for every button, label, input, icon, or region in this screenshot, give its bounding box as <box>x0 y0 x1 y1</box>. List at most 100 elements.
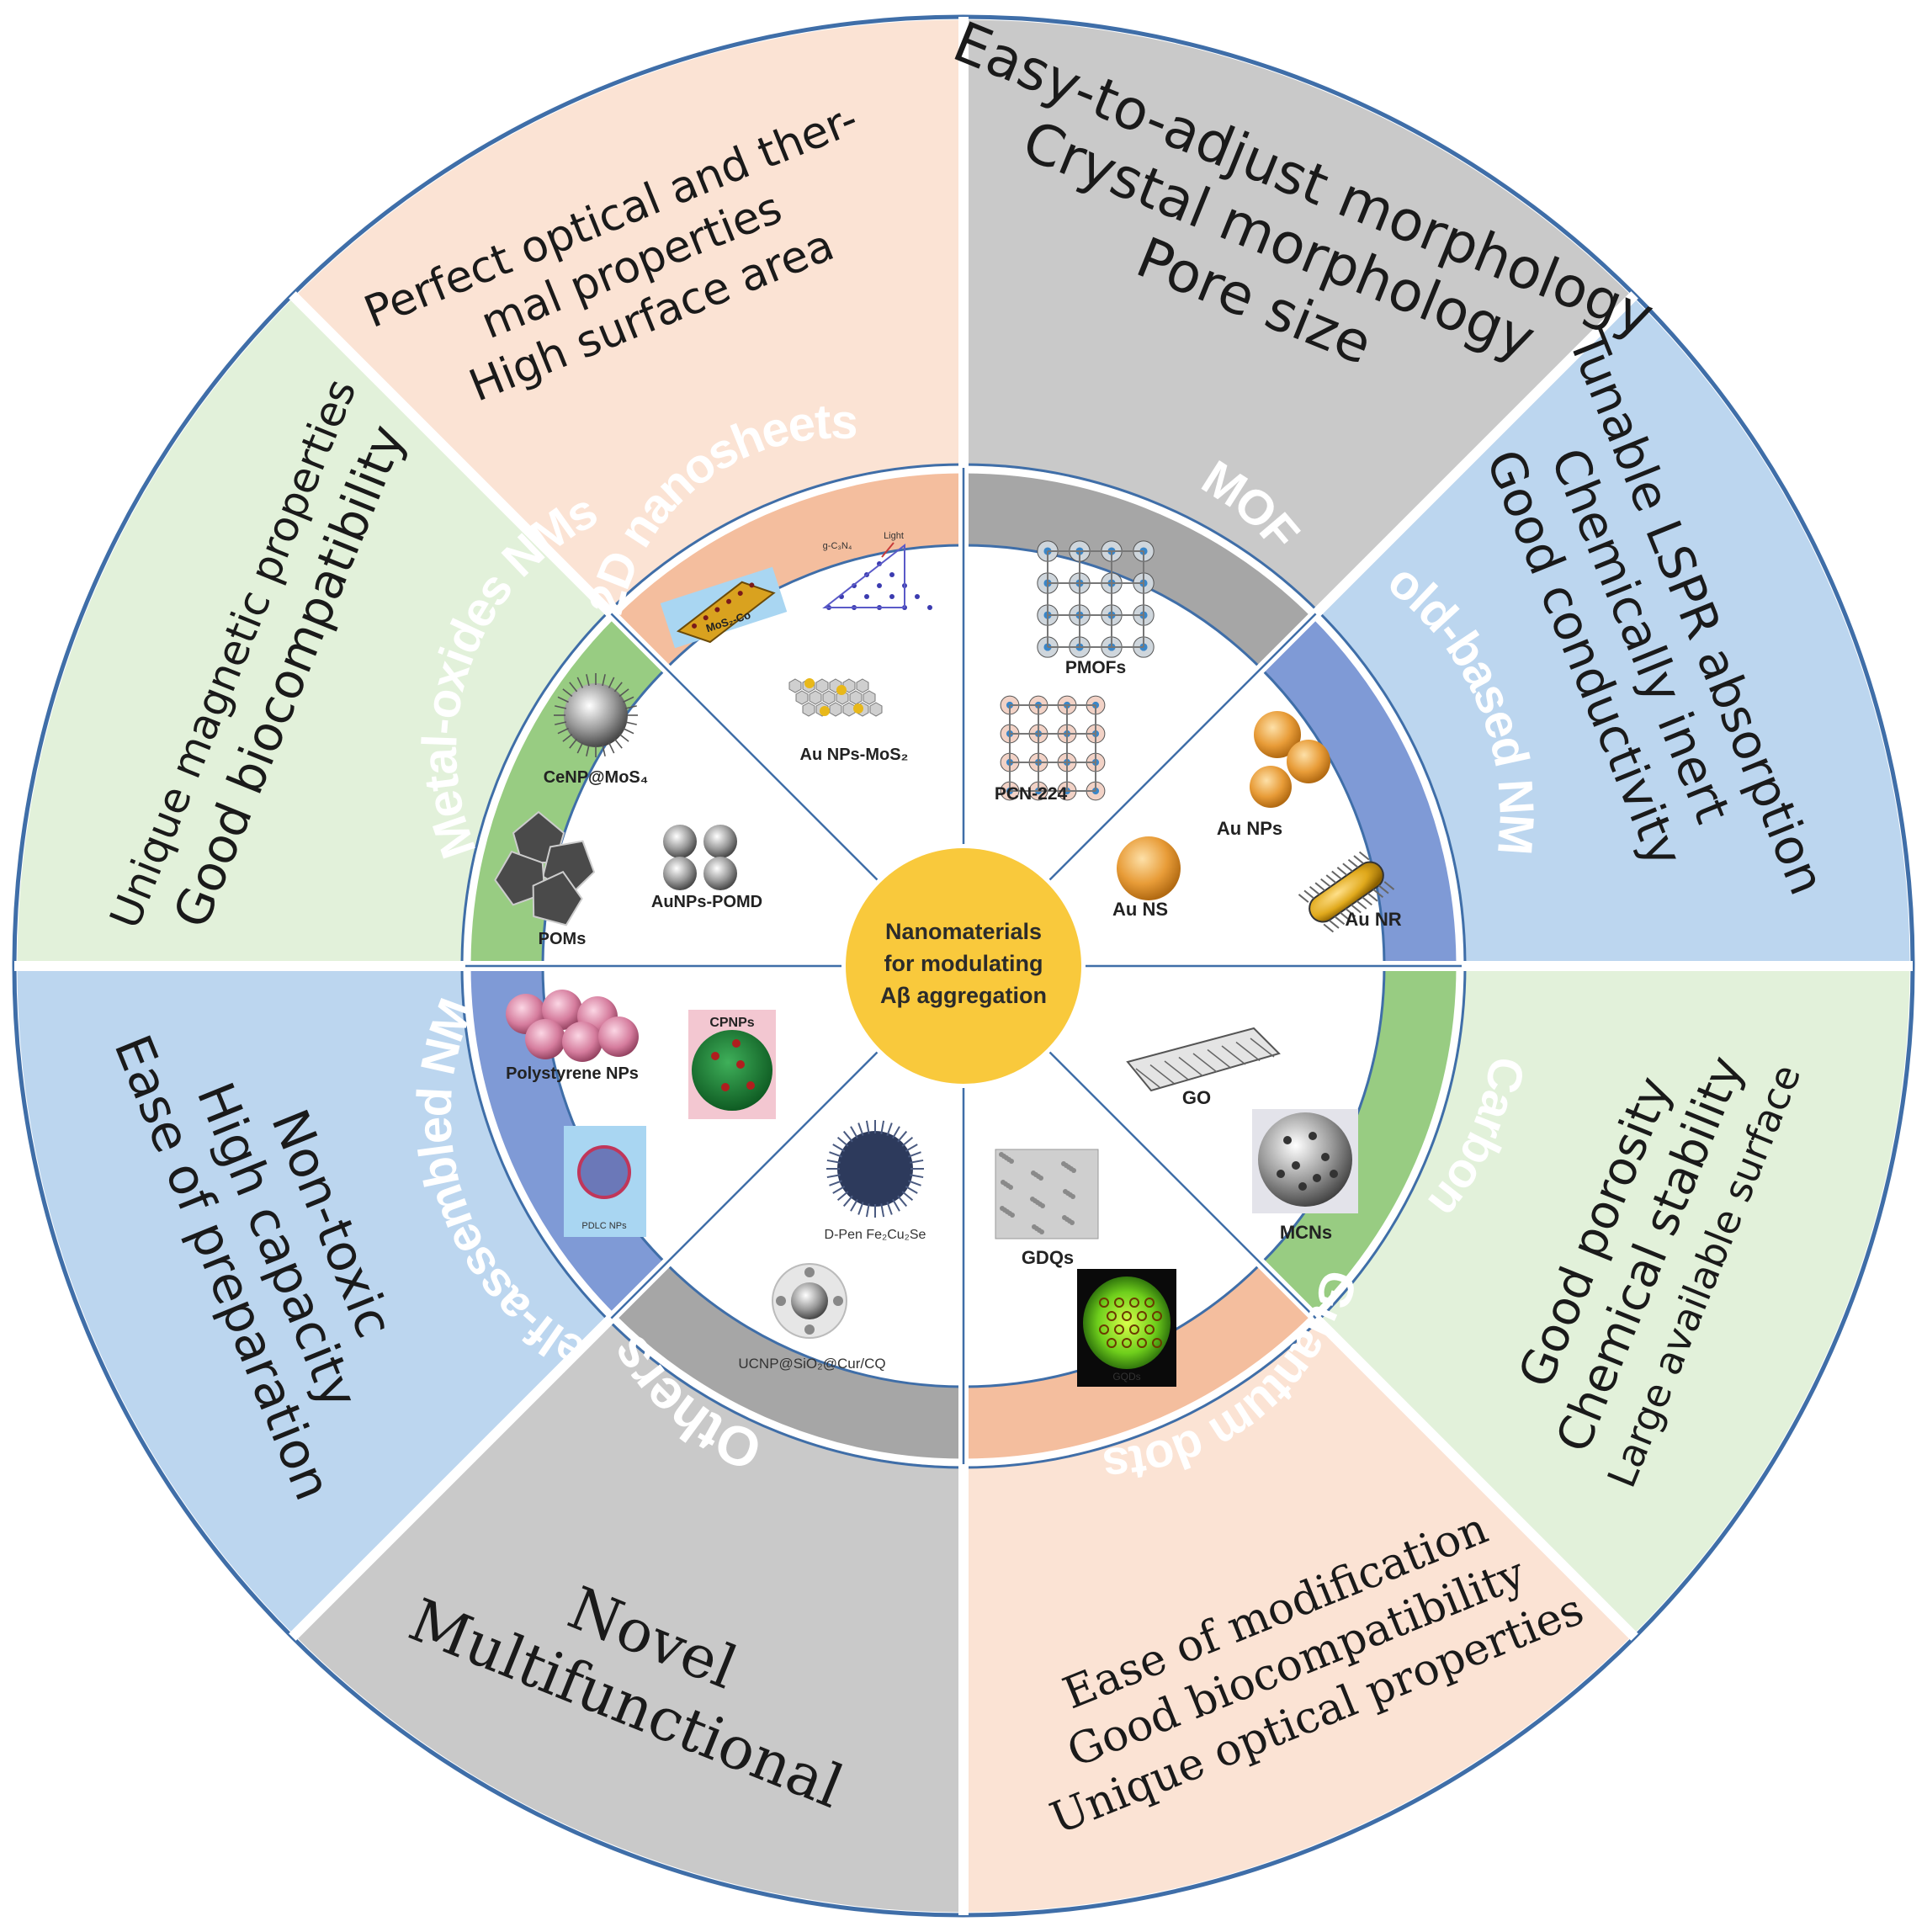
cpnps-dot <box>736 1060 745 1069</box>
go-lattice-line <box>1192 1053 1218 1073</box>
au-nr-ligand <box>1329 919 1340 929</box>
dpen-ligand <box>850 1198 858 1212</box>
dpen-ligand <box>886 1202 893 1215</box>
aunps-pomd-label: AuNPs-POMD <box>651 893 762 911</box>
go-sheet <box>1126 1027 1281 1092</box>
center-title-line1: Nanomaterials <box>885 919 1042 944</box>
gqds-ring <box>1114 1298 1124 1308</box>
cenp-ligand <box>586 744 590 756</box>
pcn224-illustration <box>1000 695 1106 801</box>
mcns-pore <box>1313 1174 1321 1182</box>
cenp-ligand <box>602 674 606 687</box>
gdqs-label: GDQs <box>1022 1247 1074 1268</box>
dpen-ligand <box>836 1136 849 1147</box>
cenp-ligand <box>618 733 629 742</box>
au-nr-ligand <box>1298 894 1309 903</box>
dpen-ligand <box>865 1203 870 1218</box>
mos2-co-atom <box>726 598 732 604</box>
dpen-label: D-Pen Fe₂Cu₂Se <box>825 1228 926 1242</box>
center-title-line2: for modulating <box>884 951 1043 976</box>
pcn224-label: PCN-224 <box>995 784 1068 804</box>
go-lattice-line <box>1207 1048 1232 1070</box>
au-nr-ligand <box>1367 892 1378 902</box>
go-lattice-line <box>1221 1045 1246 1065</box>
au-nr-ligand <box>1383 881 1395 890</box>
au-nps-label: Au NPs <box>1217 818 1282 839</box>
gdqs-dot <box>1040 1203 1045 1208</box>
au-np-dot <box>804 678 815 688</box>
cenp-ligand <box>569 738 578 749</box>
gdqs-dot <box>1070 1220 1075 1225</box>
light-label: Light <box>884 531 904 541</box>
mos2-hexagon <box>802 702 815 717</box>
au-np-particle <box>1287 740 1330 783</box>
mos2-co-sheet <box>676 581 776 644</box>
go-sheet-illustration <box>1126 1027 1281 1092</box>
pom-polyhedron <box>532 870 583 926</box>
dpen-ligand <box>892 1198 900 1212</box>
cenp-ligand <box>624 721 637 725</box>
dpen-ligand <box>857 1123 864 1136</box>
ucnp-satellite <box>804 1324 815 1335</box>
cpnps-label: CPNPs <box>709 1016 754 1030</box>
mcns-label: MCNs <box>1280 1222 1332 1243</box>
cenp-ligand <box>613 738 623 749</box>
category-band-gold-based-nms <box>1261 614 1461 966</box>
sector-divider-outline <box>610 613 879 881</box>
gqds-ring <box>1152 1311 1162 1321</box>
dpen-ligand <box>910 1174 924 1179</box>
au-nr-ligand <box>1320 878 1331 888</box>
gqds-ring <box>1099 1298 1109 1308</box>
au-nr-body <box>1309 861 1384 923</box>
poms-illustration <box>494 810 596 926</box>
cenp-ligand <box>557 727 569 735</box>
gdqs-dot <box>1070 1194 1075 1199</box>
gqds-lattice <box>1099 1298 1162 1348</box>
mos2-co-atom <box>737 591 743 597</box>
au-nr-ligand <box>1362 896 1372 906</box>
gqds-ring <box>1152 1338 1162 1348</box>
dpen-ligand <box>826 1159 841 1164</box>
mos2-co-atom <box>703 615 709 621</box>
mos2-hexagon <box>822 690 836 705</box>
polystyrene-np <box>525 1019 565 1059</box>
sector-divider-outline <box>1048 613 1317 881</box>
mos2-co-atom <box>749 582 755 588</box>
mcns-pore <box>1277 1170 1285 1178</box>
au-nr-ligand <box>1372 889 1384 898</box>
au-np-dot <box>836 685 847 695</box>
polystyrene-np <box>598 1016 639 1057</box>
cenp-ligand <box>555 705 567 709</box>
polystyrene-np <box>542 990 582 1030</box>
sector-divider-outline <box>1048 1051 1317 1319</box>
gqds-ring <box>1129 1298 1139 1308</box>
cenp-ligand <box>623 696 634 703</box>
gqds-ring <box>1122 1338 1132 1348</box>
light-arrow <box>881 542 894 558</box>
category-band-others <box>612 1263 964 1462</box>
au-np-dot <box>820 706 830 716</box>
dpen-ligand <box>826 1174 841 1179</box>
mcns-pore <box>1321 1153 1330 1161</box>
au-nr-ligand <box>1358 851 1370 861</box>
au-nr-ligand <box>1336 867 1348 876</box>
mos2-hexagon <box>795 690 809 705</box>
polystyrene-np <box>562 1022 603 1062</box>
au-nr-ligand <box>1334 916 1346 926</box>
dpen-ligand <box>857 1202 864 1215</box>
cenp-ligand <box>623 727 634 735</box>
dpen-ligand <box>901 1136 914 1147</box>
gqds-ring <box>1137 1311 1147 1321</box>
au-nr-ligand <box>1345 908 1356 917</box>
go-lattice-line <box>1235 1041 1261 1062</box>
cenp-ligand <box>576 677 584 688</box>
cpnps-dot <box>746 1081 755 1090</box>
category-band-carbon <box>1261 966 1460 1318</box>
au-nr-ligand <box>1342 862 1353 873</box>
cpnps-dot <box>732 1039 741 1048</box>
cenp-ligand <box>608 742 615 754</box>
au-nr-ligand <box>1325 874 1337 884</box>
mos2-co-atom <box>692 623 698 629</box>
cenp-ligand <box>586 674 590 687</box>
dpen-ligand <box>905 1144 918 1152</box>
